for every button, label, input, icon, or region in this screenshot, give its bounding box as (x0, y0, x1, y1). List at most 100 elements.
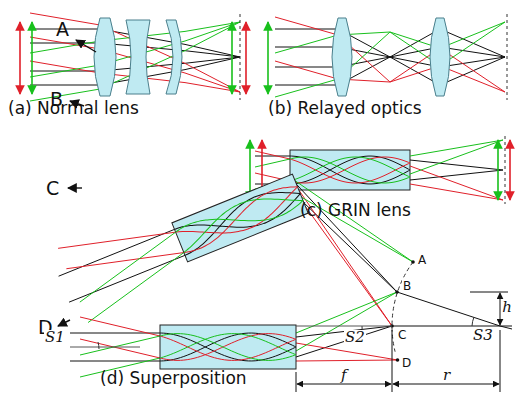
grin-ray (175, 181, 305, 254)
light-ray (410, 140, 503, 174)
axis-line (392, 326, 512, 327)
light-ray (80, 336, 160, 355)
light-ray (410, 140, 503, 156)
grin-ray (290, 156, 410, 184)
axis-line (296, 326, 392, 327)
grin-ray (175, 181, 305, 254)
light-ray (296, 292, 397, 333)
grin-ray (175, 181, 305, 252)
light-ray (59, 229, 175, 276)
direction-arrow (68, 187, 82, 188)
grin-rod (172, 174, 308, 262)
direction-label: B (50, 90, 63, 109)
angle-label: S3 (472, 328, 494, 343)
lens-element (126, 20, 150, 94)
lens-element (166, 20, 182, 94)
light-ray (80, 317, 160, 336)
grin-ray (160, 334, 296, 361)
light-ray (410, 184, 503, 200)
image-point (411, 260, 415, 264)
figure-caption: (c) GRIN lens (300, 202, 411, 219)
object-arrow (231, 22, 233, 94)
direction-arrow (58, 320, 70, 326)
light-ray (275, 17, 505, 92)
grin-ray (290, 156, 410, 184)
point-label: C (397, 329, 407, 341)
light-ray (275, 29, 505, 85)
grin-ray (290, 157, 410, 181)
object-arrow (267, 22, 269, 94)
dimension-tick (470, 292, 508, 293)
angle-arc (472, 317, 474, 326)
direction-label: A (56, 20, 69, 39)
light-ray (275, 22, 505, 66)
dimension-tick (392, 330, 393, 392)
object-arrow (509, 140, 511, 200)
object-arrow (19, 22, 21, 94)
grin-ray (290, 157, 410, 183)
point-label: A (417, 254, 427, 266)
grin-ray (290, 159, 410, 183)
lens-element (94, 18, 116, 96)
dimension-tick (296, 372, 297, 392)
light-ray (275, 29, 505, 85)
angle-label: S1 (44, 330, 66, 345)
object-arrow (31, 22, 33, 94)
dimension-line (393, 384, 499, 385)
light-ray (297, 184, 397, 292)
dimension-line (297, 384, 391, 385)
image-plane (505, 136, 506, 204)
light-ray (255, 159, 290, 167)
point-label: D (401, 357, 412, 369)
superposition-group (58, 40, 512, 392)
light-ray (296, 343, 398, 360)
image-point (396, 358, 400, 362)
grin-ray (174, 181, 305, 256)
angle-label: S2 (344, 330, 366, 345)
grin-ray (160, 334, 296, 358)
figure-caption: (d) Superposition (100, 370, 247, 387)
direction-label: C (46, 179, 59, 198)
light-ray (66, 253, 183, 269)
light-ray (58, 232, 175, 248)
lens-element (430, 18, 450, 96)
light-ray (275, 22, 505, 97)
normal-lens-group (20, 13, 246, 101)
relayed-optics-group (268, 14, 507, 100)
light-ray (296, 326, 392, 357)
image-surface (392, 262, 413, 352)
figure-caption: (b) Relayed optics (268, 100, 422, 117)
figure-caption: (a) Normal lens (8, 100, 139, 117)
object-arrow (245, 22, 247, 94)
light-ray (69, 255, 185, 302)
object-arrow (497, 140, 499, 200)
grin-ray (176, 183, 306, 254)
angle-arc (98, 342, 99, 349)
dimension-label: h (501, 300, 513, 315)
grin-rod (160, 325, 296, 369)
grin-ray (160, 336, 296, 360)
image-plane (507, 14, 508, 100)
direction-arrow (76, 40, 96, 52)
grin-ray (160, 333, 296, 361)
dimension-tick (500, 330, 501, 392)
dimension-label: f (340, 368, 348, 383)
grin-rod (290, 150, 410, 190)
grin-ray (175, 181, 306, 256)
dimension-label: r (442, 368, 451, 383)
point-label: B (402, 280, 412, 292)
light-ray (255, 156, 290, 157)
radius-line (397, 292, 512, 329)
light-ray (296, 360, 398, 361)
light-ray (80, 232, 176, 302)
lens-element (332, 18, 352, 96)
light-ray (410, 166, 503, 200)
light-ray (296, 292, 397, 351)
light-ray (88, 253, 184, 323)
grin-ray (290, 157, 410, 183)
angle-line (70, 347, 140, 348)
light-ray (255, 151, 290, 159)
grin-ray (160, 334, 296, 361)
image-plane (240, 14, 241, 100)
